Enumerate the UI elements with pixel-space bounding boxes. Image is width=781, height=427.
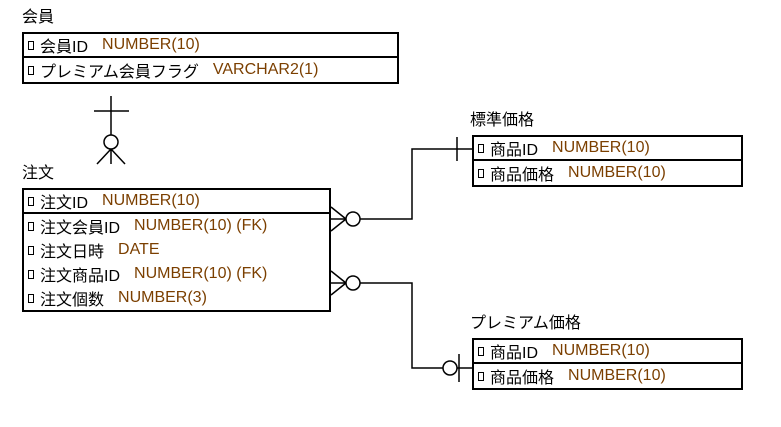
attribute-type: VARCHAR2(1) <box>212 61 319 78</box>
entity-title: 標準価格 <box>470 112 535 129</box>
entity-table[interactable]: 商品ID NUMBER(10) 商品価格 NUMBER(10) <box>472 338 743 390</box>
entity-table[interactable]: 会員ID NUMBER(10) プレミアム会員フラグ VARCHAR2(1) <box>22 32 399 84</box>
entity-title: 会員 <box>22 9 55 26</box>
attribute-row[interactable]: 注文個数 NUMBER(3) <box>24 286 329 310</box>
attribute-type: NUMBER(10) (FK) <box>134 217 268 234</box>
entity-table[interactable]: 注文ID NUMBER(10) 注文会員ID NUMBER(10) (FK) 注… <box>22 188 331 312</box>
crows-foot-icon <box>96 148 126 165</box>
attribute-name: 注文ID <box>40 195 89 212</box>
relationship-chumon-premiumkakaku[interactable] <box>330 270 472 382</box>
entity-chumon[interactable]: 注文 注文ID NUMBER(10) 注文会員ID NUMBER(10) (FK… <box>22 164 331 312</box>
crows-foot-icon <box>330 270 347 296</box>
attribute-row[interactable]: 注文ID NUMBER(10) <box>24 190 329 214</box>
attribute-type: NUMBER(10) (FK) <box>134 265 268 282</box>
attribute-type: NUMBER(10) <box>552 139 650 156</box>
entity-premiumkakaku[interactable]: プレミアム価格 商品ID NUMBER(10) 商品価格 NUMBER(10) <box>470 314 743 390</box>
attribute-name: プレミアム会員フラグ <box>40 64 199 81</box>
attribute-type: DATE <box>118 241 160 258</box>
entity-kaiin[interactable]: 会員 会員ID NUMBER(10) プレミアム会員フラグ VARCHAR2(1… <box>22 8 399 84</box>
column-icon <box>478 143 484 153</box>
attribute-name: 会員ID <box>40 39 89 56</box>
relationship-kaiin-chumon[interactable] <box>94 96 129 165</box>
attribute-type: NUMBER(10) <box>568 164 666 181</box>
cardinality-zero-circle <box>345 211 361 227</box>
column-icon <box>28 245 34 255</box>
attribute-row[interactable]: 商品価格 NUMBER(10) <box>474 161 741 185</box>
column-icon <box>28 269 34 279</box>
attribute-name: 注文日時 <box>40 244 105 261</box>
crows-foot-icon <box>330 206 347 232</box>
column-icon <box>28 196 34 206</box>
column-icon <box>478 371 484 381</box>
column-icon <box>28 65 34 75</box>
cardinality-zero-circle <box>442 360 458 376</box>
attribute-type: NUMBER(10) <box>568 367 666 384</box>
attribute-row[interactable]: 会員ID NUMBER(10) <box>24 34 397 58</box>
cardinality-zero-circle <box>103 134 119 150</box>
attribute-row[interactable]: 注文日時 DATE <box>24 238 329 262</box>
attribute-name: 注文会員ID <box>40 220 121 237</box>
attribute-type: NUMBER(3) <box>118 289 207 306</box>
attribute-name: 商品ID <box>490 142 539 159</box>
entity-hyojunkakaku[interactable]: 標準価格 商品ID NUMBER(10) 商品価格 NUMBER(10) <box>470 111 743 187</box>
attribute-row[interactable]: 商品価格 NUMBER(10) <box>474 364 741 388</box>
column-icon <box>28 40 34 50</box>
attribute-row[interactable]: 注文会員ID NUMBER(10) (FK) <box>24 214 329 238</box>
cardinality-zero-circle <box>345 275 361 291</box>
attribute-row[interactable]: プレミアム会員フラグ VARCHAR2(1) <box>24 58 397 82</box>
attribute-name: 商品ID <box>490 345 539 362</box>
relationship-line[interactable] <box>360 148 472 220</box>
attribute-row[interactable]: 商品ID NUMBER(10) <box>474 137 741 161</box>
attribute-type: NUMBER(10) <box>552 342 650 359</box>
attribute-name: 商品価格 <box>490 370 555 387</box>
column-icon <box>478 168 484 178</box>
relationship-line[interactable] <box>360 282 472 369</box>
attribute-name: 注文個数 <box>40 292 105 309</box>
column-icon <box>28 293 34 303</box>
attribute-row[interactable]: 商品ID NUMBER(10) <box>474 340 741 364</box>
attribute-name: 商品価格 <box>490 167 555 184</box>
column-icon <box>478 346 484 356</box>
entity-title: プレミアム価格 <box>470 315 581 332</box>
entity-title: 注文 <box>22 165 55 182</box>
attribute-type: NUMBER(10) <box>102 192 200 209</box>
relationship-chumon-hyojunkakaku[interactable] <box>330 137 472 232</box>
column-icon <box>28 221 34 231</box>
attribute-name: 注文商品ID <box>40 268 121 285</box>
attribute-row[interactable]: 注文商品ID NUMBER(10) (FK) <box>24 262 329 286</box>
attribute-type: NUMBER(10) <box>102 36 200 53</box>
entity-table[interactable]: 商品ID NUMBER(10) 商品価格 NUMBER(10) <box>472 135 743 187</box>
